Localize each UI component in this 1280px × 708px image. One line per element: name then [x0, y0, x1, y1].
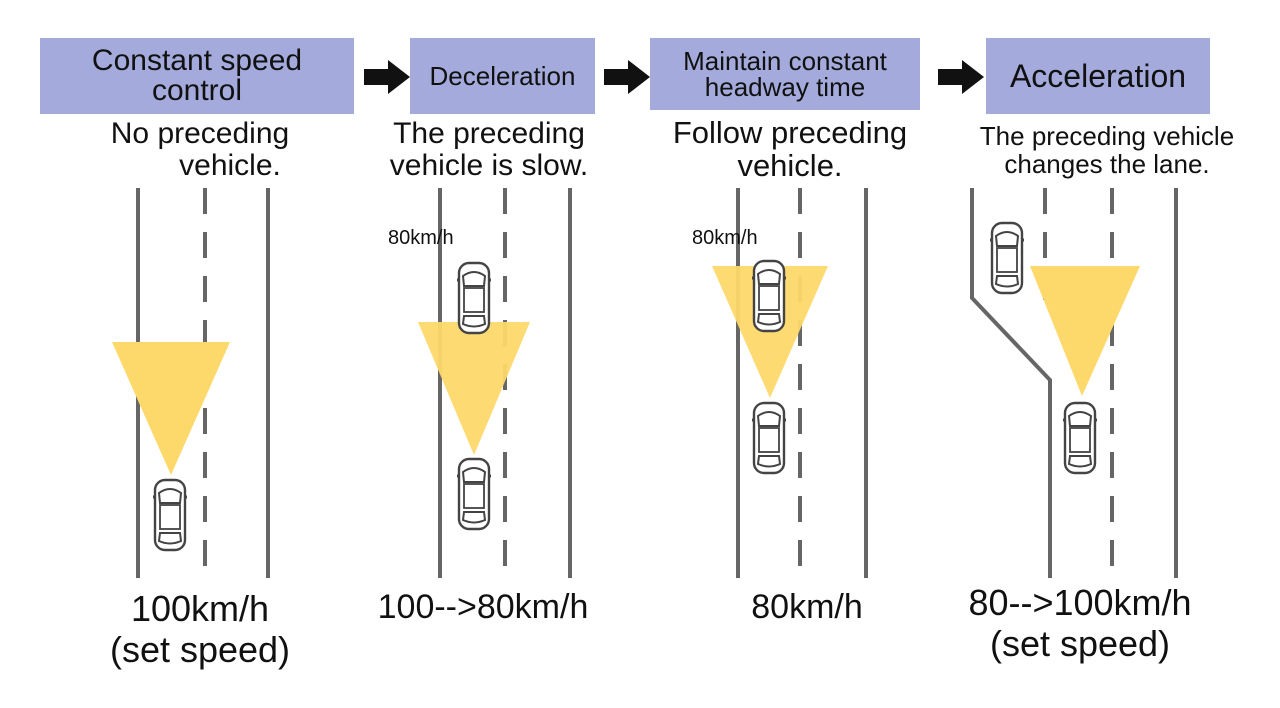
condition-line: vehicle is slow.	[389, 149, 589, 183]
arrow-icon	[938, 60, 984, 94]
mode-label: Maintain constant headway time	[683, 46, 887, 102]
speed-line: 100km/h	[130, 588, 270, 629]
mode-label: Constant speed control	[91, 44, 303, 107]
speed-line: 100-->80km/h	[377, 588, 589, 626]
own-vehicle-icon	[1061, 401, 1099, 475]
sensor-cone	[112, 342, 230, 475]
condition-text: The preceding vehicle changes the lane.	[942, 122, 1272, 178]
mode-box-constant-speed: Constant speed control	[40, 38, 354, 114]
condition-line: No preceding	[110, 117, 290, 150]
condition-line: Follow preceding	[672, 115, 908, 150]
speed-text: 100-->80km/h	[352, 588, 614, 627]
mode-label: Acceleration	[1009, 58, 1187, 94]
mode-box-acceleration: Acceleration	[986, 38, 1210, 114]
speed-text: 100km/h (set speed)	[70, 588, 330, 671]
speed-text: 80km/h	[700, 588, 914, 627]
own-vehicle-icon	[750, 401, 788, 475]
preceding-vehicle-icon	[988, 221, 1026, 295]
own-vehicle-icon	[151, 478, 189, 552]
speed-line: 80-->100km/h	[968, 582, 1192, 623]
condition-line: vehicle.	[737, 148, 843, 184]
preceding-vehicle-icon	[750, 259, 788, 333]
condition-text: No preceding vehicle.	[60, 117, 340, 183]
condition-line: The preceding	[393, 117, 585, 150]
arrow-icon	[604, 60, 650, 94]
road-scene-2	[438, 188, 572, 578]
condition-line: The preceding vehicle	[979, 121, 1235, 151]
preceding-speed-label: 80km/h	[388, 227, 454, 249]
speed-text: 80-->100km/h (set speed)	[930, 582, 1230, 665]
mode-label: Deceleration	[429, 61, 576, 91]
condition-text: The preceding vehicle is slow.	[366, 117, 612, 183]
speed-line: (set speed)	[989, 623, 1171, 665]
sensor-cone	[1030, 266, 1140, 396]
preceding-vehicle-icon	[455, 261, 493, 335]
speed-line: 80km/h	[751, 588, 863, 626]
mode-box-headway: Maintain constant headway time	[650, 38, 920, 110]
condition-text: Follow preceding vehicle.	[648, 116, 932, 183]
preceding-speed-label: 80km/h	[692, 227, 758, 249]
road-scene-3	[736, 188, 868, 578]
speed-line: (set speed)	[109, 629, 291, 671]
sensor-cone	[418, 322, 530, 455]
own-vehicle-icon	[455, 457, 493, 531]
condition-line: vehicle.	[179, 149, 281, 183]
road-scene-4	[970, 188, 1178, 578]
arrow-icon	[364, 60, 410, 94]
condition-line: changes the lane.	[1004, 149, 1210, 180]
mode-box-deceleration: Deceleration	[410, 38, 595, 114]
